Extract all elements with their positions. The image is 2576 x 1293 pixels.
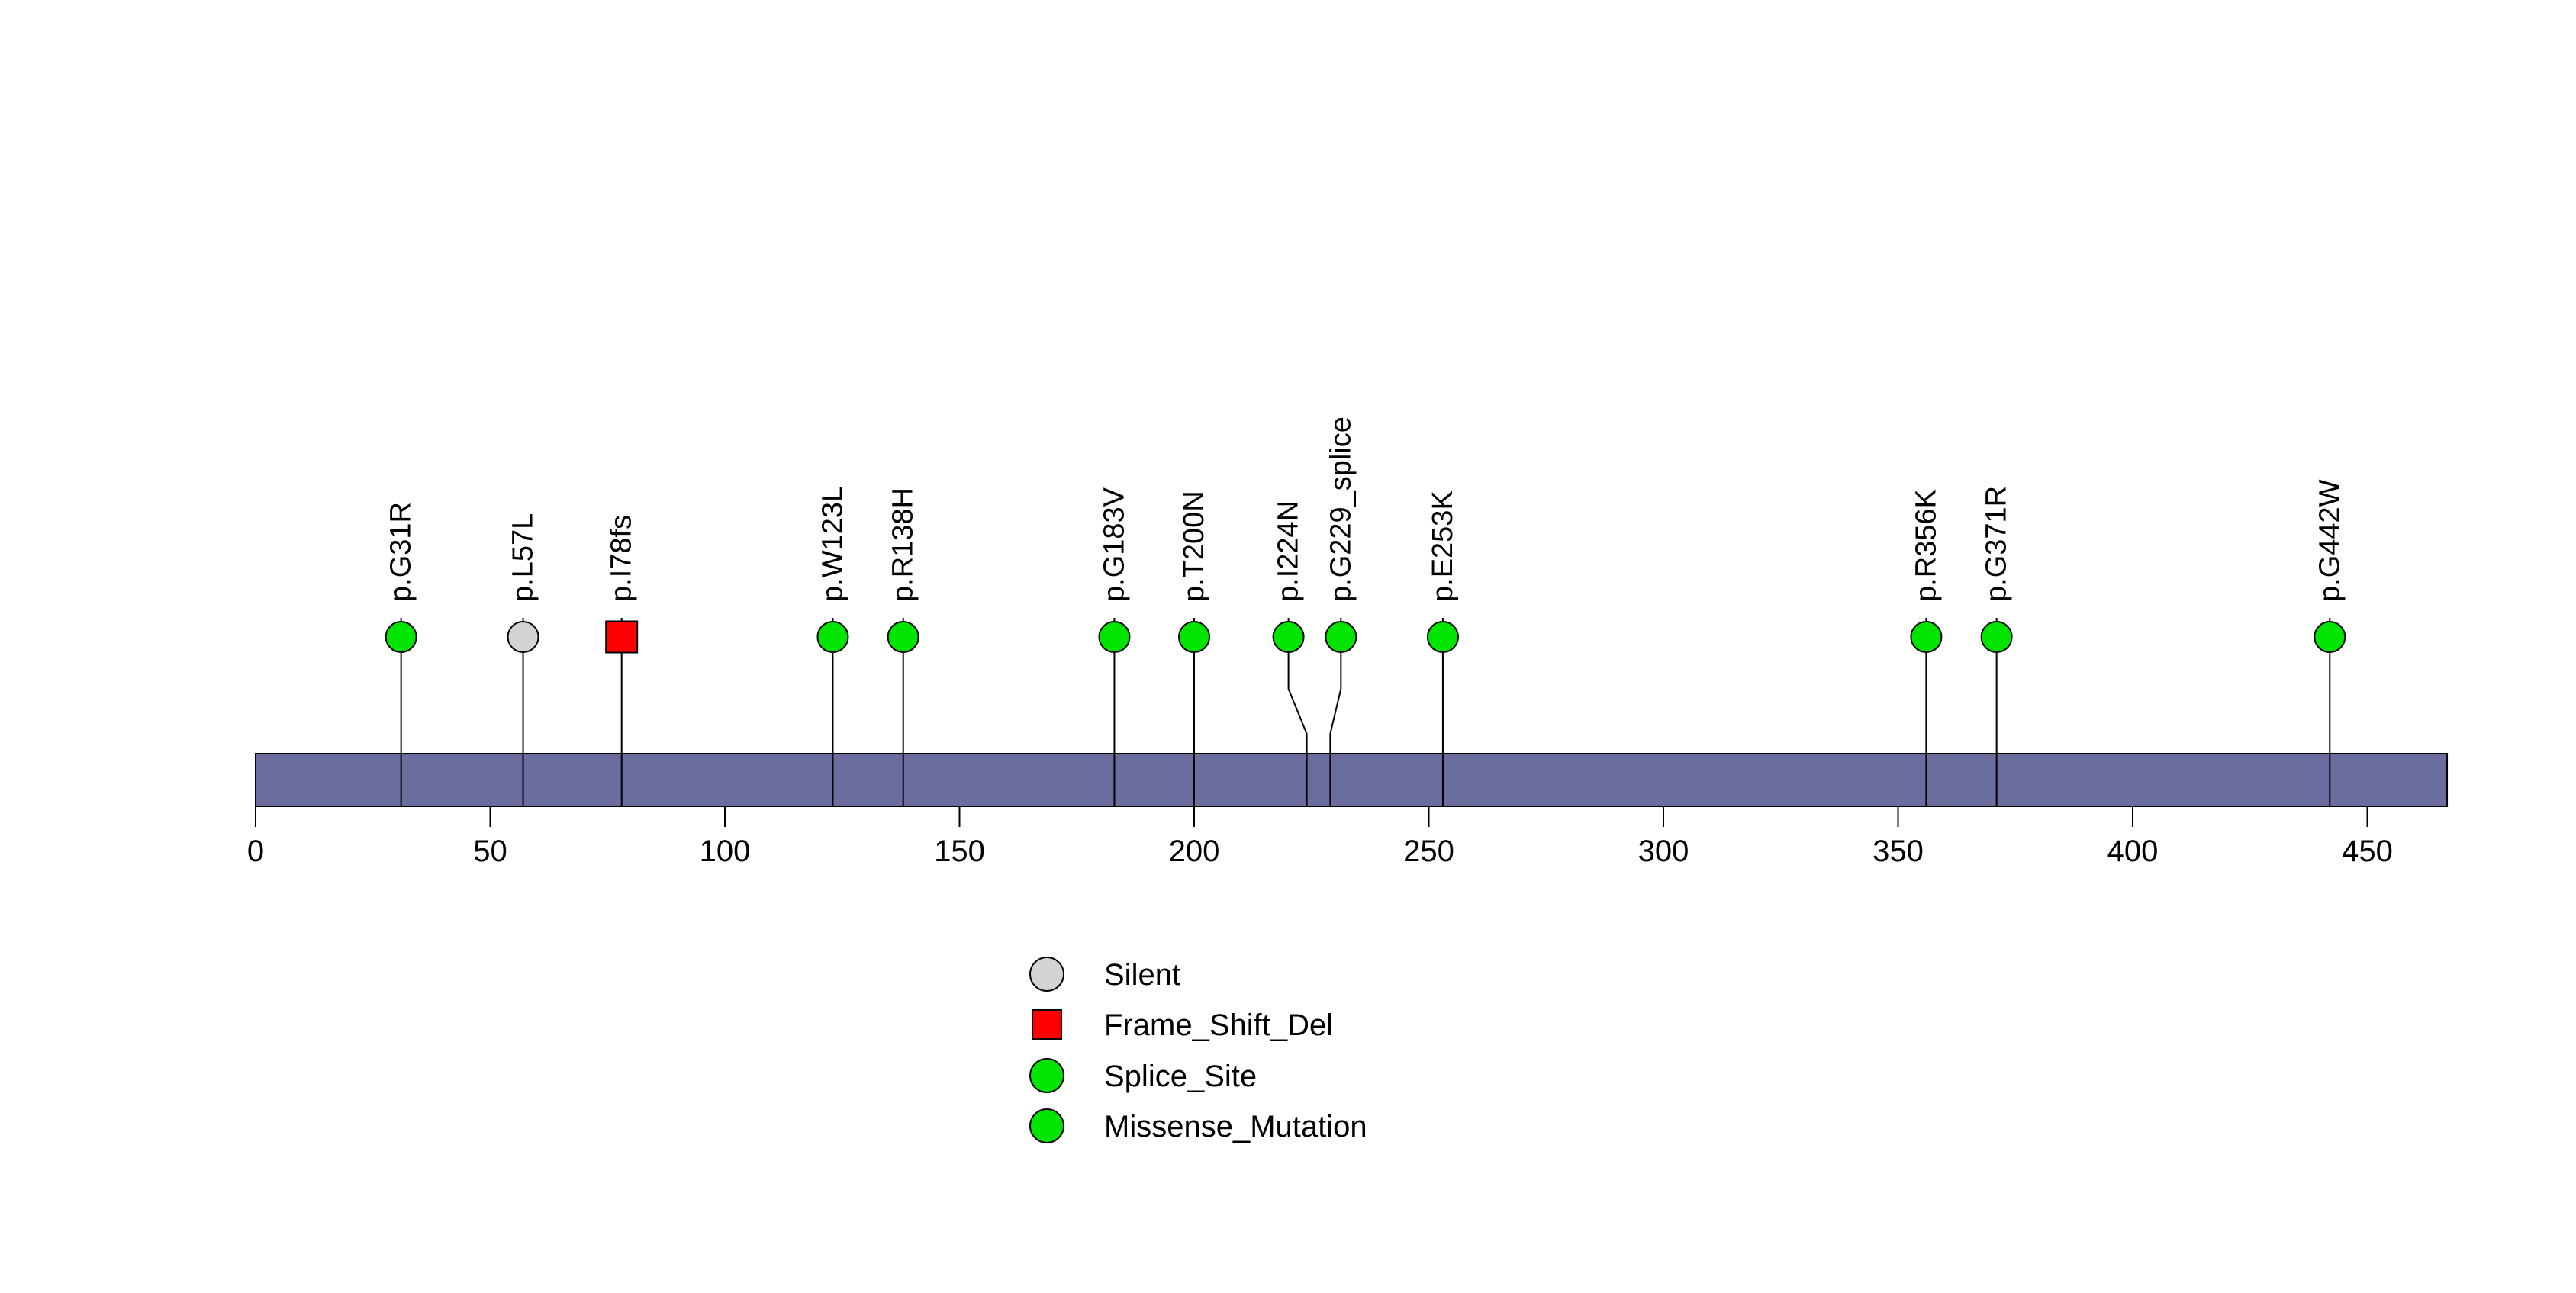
x-axis-tick-label: 0 — [247, 835, 264, 868]
mutation-marker-circle — [1178, 621, 1210, 653]
mutation-label: p.E253K — [1427, 491, 1459, 602]
mutation-label: p.L57L — [507, 513, 539, 602]
mutation-label: p.G229_splice — [1325, 417, 1357, 602]
mutation-label: p.G442W — [2314, 479, 2346, 602]
mutation-marker-circle — [1980, 621, 2013, 653]
mutation-marker-circle — [385, 621, 417, 653]
mutation-marker-circle — [1325, 621, 1357, 653]
mutation-marker-circle — [1272, 621, 1305, 653]
mutation-marker-circle — [816, 621, 849, 653]
x-axis-tick-label: 250 — [1403, 835, 1454, 868]
x-axis-tick-label: 50 — [473, 835, 507, 868]
mutation-label: p.I224N — [1273, 500, 1305, 602]
legend-marker-circle — [1029, 1058, 1064, 1093]
mutation-label: p.W123L — [816, 486, 848, 602]
lollipop-stem — [1329, 618, 1342, 806]
protein-backbone — [255, 753, 2449, 807]
legend-marker-square — [1032, 1009, 1062, 1040]
legend-label: Missense_Mutation — [1104, 1110, 1367, 1143]
legend-label: Frame_Shift_Del — [1104, 1008, 1333, 1042]
lollipop-stem — [1287, 618, 1308, 806]
mutation-marker-circle — [1426, 621, 1459, 653]
x-axis-tick-label: 150 — [934, 835, 985, 868]
legend-label: Splice_Site — [1104, 1060, 1257, 1093]
mutation-marker-circle — [2314, 621, 2346, 653]
mutation-label: p.T200N — [1178, 491, 1210, 602]
x-axis-tick-label: 300 — [1638, 835, 1689, 868]
mutation-marker-circle — [887, 621, 919, 653]
legend-label: Silent — [1104, 958, 1180, 992]
mutation-marker-circle — [1098, 621, 1131, 653]
x-axis-tick-label: 350 — [1872, 835, 1924, 868]
mutation-marker-circle — [507, 621, 539, 653]
x-axis-tick-label: 100 — [700, 835, 751, 868]
mutation-marker-circle — [1910, 621, 1943, 653]
mutation-label: p.G31R — [385, 502, 417, 602]
mutation-label: p.R138H — [887, 487, 919, 602]
x-axis-tick-label: 450 — [2342, 835, 2393, 868]
mutation-label: p.G371R — [1981, 486, 2013, 602]
mutation-label: p.I78fs — [606, 515, 638, 602]
mutation-marker-square — [605, 620, 639, 654]
mutation-label: p.R356K — [1910, 489, 1942, 602]
legend-marker-circle — [1029, 957, 1064, 992]
x-axis-tick-label: 400 — [2107, 835, 2159, 868]
mutation-label: p.G183V — [1098, 487, 1130, 602]
legend-marker-circle — [1029, 1108, 1064, 1143]
x-axis-tick-label: 200 — [1169, 835, 1220, 868]
